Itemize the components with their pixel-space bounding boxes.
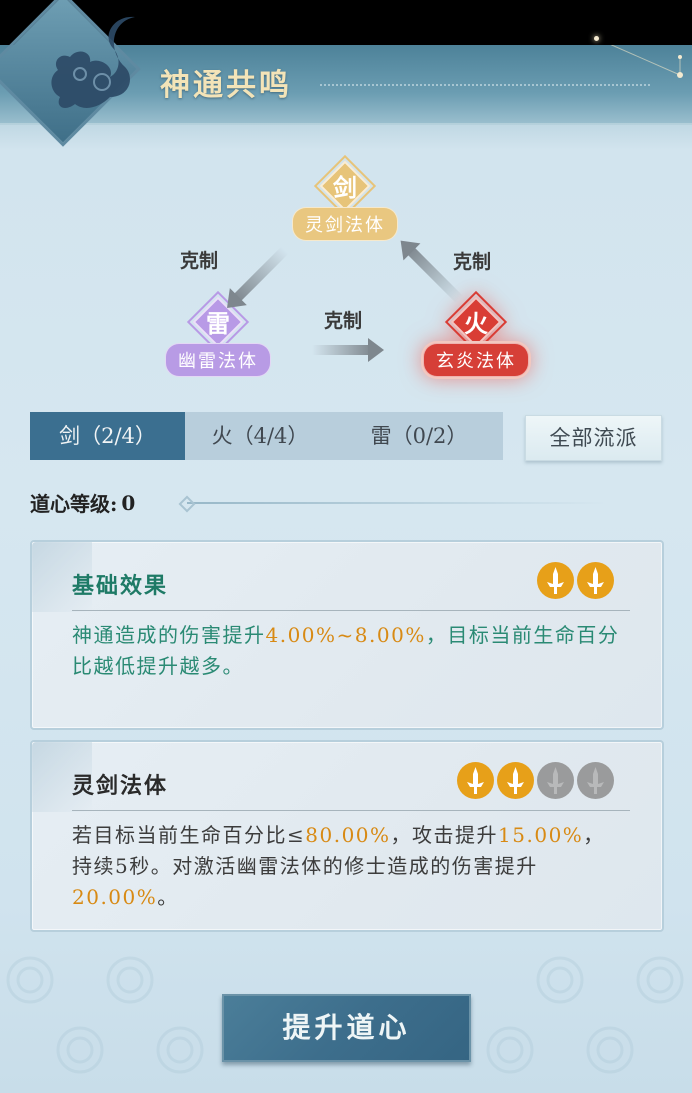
card-title: 灵剑法体 xyxy=(72,773,169,799)
dao-heart-level: 道心等级: 0 xyxy=(30,488,135,517)
tab-thunder[interactable]: 雷（0/2） xyxy=(370,424,468,448)
level-progress-bar xyxy=(187,502,607,504)
card-title: 基础效果 xyxy=(72,573,169,599)
sword-badge-icon xyxy=(457,762,494,799)
tab-sword[interactable]: 剑（2/4） xyxy=(30,412,185,460)
highlight-value: 15.00% xyxy=(498,823,584,847)
school-label: 玄炎法体 xyxy=(423,343,529,377)
sword-badge-locked-icon xyxy=(537,762,574,799)
beast-emblem-icon xyxy=(51,16,135,108)
cloud-pattern-background xyxy=(6,956,684,1074)
relation-label: 克制 xyxy=(324,310,363,332)
title-divider xyxy=(320,84,650,86)
school-node-fire[interactable]: 火 玄炎法体 xyxy=(416,290,536,377)
card-description: 神通造成的伤害提升4.00%~8.00%，目标当前生命百分比越低提升越多。 xyxy=(72,620,622,682)
school-node-sword[interactable]: 剑 灵剑法体 xyxy=(288,154,402,241)
text-segment: 神通造成的伤害提升 xyxy=(72,623,266,647)
upgrade-dao-heart-button[interactable]: 提升道心 xyxy=(222,994,471,1062)
card-divider xyxy=(72,810,630,811)
level-value: 0 xyxy=(121,490,136,515)
sword-glyph: 剑 xyxy=(333,173,357,202)
star-icon xyxy=(594,36,599,41)
highlight-value: 4.00%~8.00% xyxy=(265,623,426,647)
sword-badge-icon xyxy=(577,562,614,599)
sword-badge-locked-icon xyxy=(577,762,614,799)
arrow-thunder-to-fire-icon xyxy=(312,338,384,362)
page-title: 神通共鸣 xyxy=(160,68,292,103)
school-label: 灵剑法体 xyxy=(292,207,398,241)
school-tabs: 剑（2/4） 火（4/4） 雷（0/2） xyxy=(30,412,503,460)
thunder-glyph: 雷 xyxy=(206,309,230,338)
sword-badge-icon xyxy=(497,762,534,799)
badge-row xyxy=(537,562,614,599)
text-segment: 。 xyxy=(157,885,179,909)
fire-glyph: 火 xyxy=(464,309,488,338)
text-segment: ，目标当前生命百分比越低提升越多。 xyxy=(72,623,620,678)
highlight-value: 20.00% xyxy=(72,885,158,909)
text-segment: 若目标当前生命百分比≤ xyxy=(72,823,306,847)
constellation-icon xyxy=(610,45,683,78)
relation-label: 克制 xyxy=(180,250,219,272)
school-label: 幽雷法体 xyxy=(165,343,271,377)
relation-label: 克制 xyxy=(453,251,492,273)
card-description: 若目标当前生命百分比≤80.00%，攻击提升15.00%，持续5秒。对激活幽雷法… xyxy=(72,820,622,913)
effect-card-base: 基础效果 神通造成的伤害提升4.00%~8.00%，目标当前生命百分比越低提升越… xyxy=(30,540,664,730)
effect-card-sword-body: 灵剑法体 若目标当前生命百分比≤80.00%，攻击提升15.00%，持续5秒。对… xyxy=(30,740,664,932)
card-divider xyxy=(72,610,630,611)
sword-badge-icon xyxy=(537,562,574,599)
highlight-value: 80.00% xyxy=(305,823,391,847)
badge-row xyxy=(457,762,614,799)
top-bar xyxy=(0,0,692,73)
level-label: 道心等级: xyxy=(30,492,118,516)
all-schools-button[interactable]: 全部流派 xyxy=(525,415,662,461)
tab-fire[interactable]: 火（4/4） xyxy=(211,424,309,448)
school-node-thunder[interactable]: 雷 幽雷法体 xyxy=(160,290,276,377)
text-segment: ，持续5秒。对激活幽雷法体的修士造成的伤害提升 xyxy=(72,823,605,878)
text-segment: ，攻击提升 xyxy=(390,823,499,847)
